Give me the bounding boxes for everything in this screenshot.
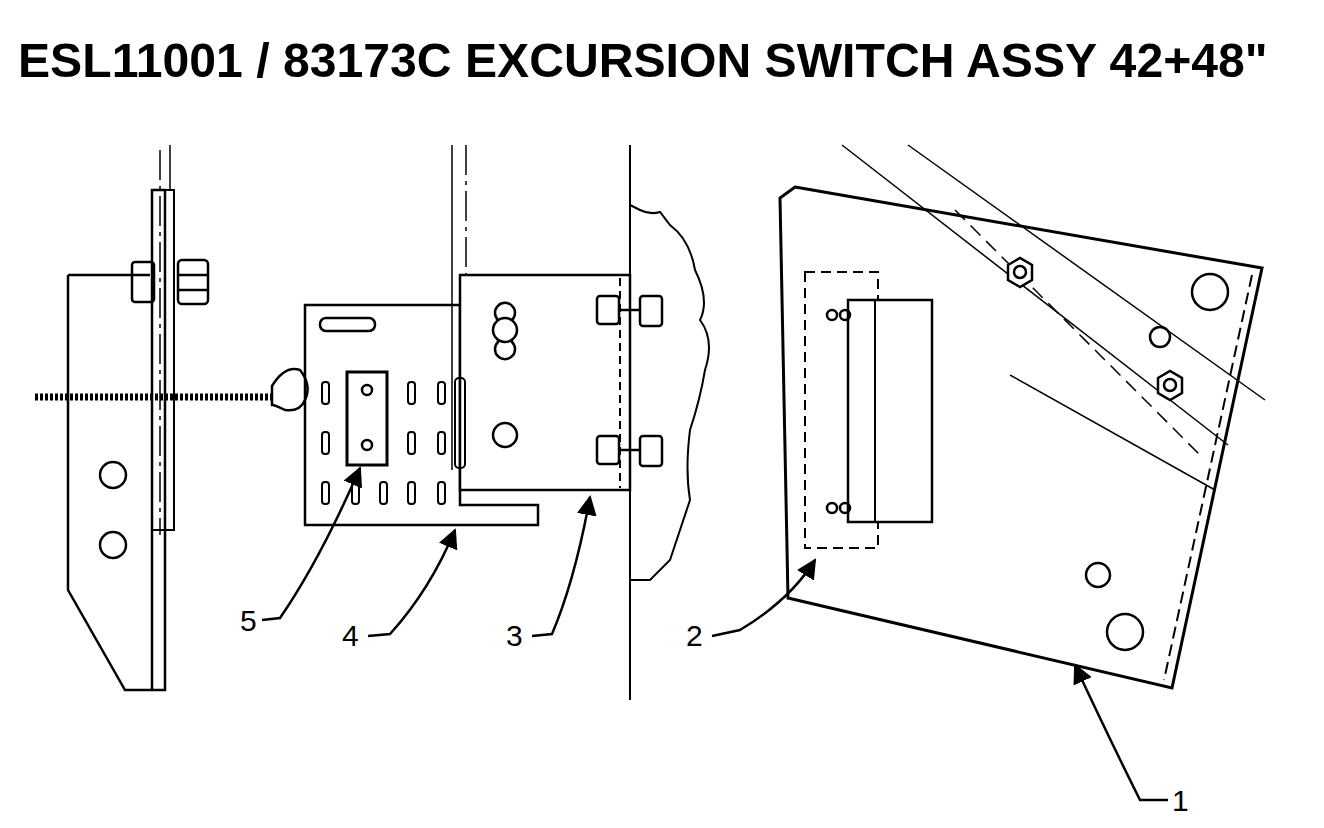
callout-number: 2 xyxy=(686,621,703,651)
callout-number: 1 xyxy=(1172,786,1189,816)
callout-number: 4 xyxy=(342,621,359,651)
diagram-title: ESL11001 / 83173C EXCURSION SWITCH ASSY … xyxy=(18,36,1268,84)
callout-number: 5 xyxy=(240,606,257,636)
callout-number: 3 xyxy=(506,621,523,651)
